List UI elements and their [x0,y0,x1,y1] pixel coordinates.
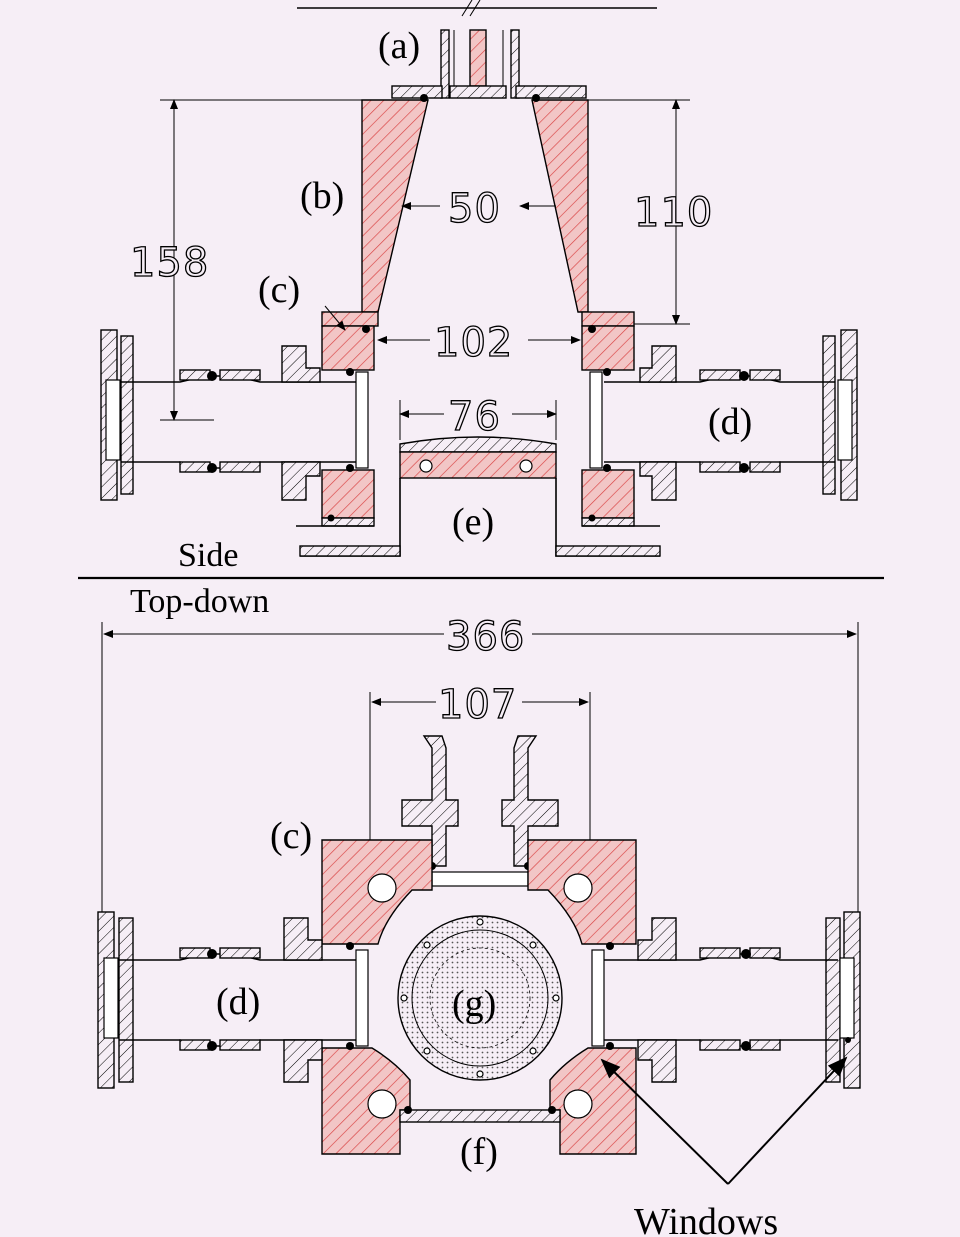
central-body-c-top [321,839,637,1155]
label-b: (b) [300,175,344,217]
label-f: (f) [460,1131,498,1173]
top-inlet-arm [401,735,559,887]
dimension-76: 76 [448,394,501,440]
dimension-158: 158 [130,240,209,286]
bottom-plate-f [399,1109,561,1123]
sample-holder-e [296,436,661,557]
side-arm-right-side [603,329,858,501]
side-dimensions [160,99,690,440]
side-arm-left-side [100,329,356,501]
inlet-tube-a [391,29,587,99]
label-e: (e) [452,501,494,543]
dimension-107: 107 [438,682,517,728]
dimension-110: 110 [634,190,713,236]
sample-disk-g [397,915,563,1081]
side-view: (a) (b) (c) (d) (e) 50 110 158 102 76 Si… [100,0,858,574]
dimension-366: 366 [446,614,525,660]
side-arm-left-top [97,911,356,1089]
section-title-side: Side [178,537,238,574]
side-arm-right-top [604,911,861,1089]
label-a: (a) [378,25,420,67]
label-windows: Windows [634,1201,778,1237]
label-d-side: (d) [708,401,752,443]
label-c-top: (c) [270,815,312,857]
central-body-c-side [321,325,635,527]
dimension-102: 102 [434,320,513,366]
conical-nozzle-b [321,94,635,327]
windows-callout [600,1056,848,1185]
dimension-50: 50 [448,186,501,232]
label-c-side: (c) [258,269,300,311]
section-title-top-down: Top-down [130,583,269,620]
top-down-view: 366 107 [97,613,861,1237]
label-d-top: (d) [216,981,260,1023]
label-g: (g) [452,983,496,1025]
